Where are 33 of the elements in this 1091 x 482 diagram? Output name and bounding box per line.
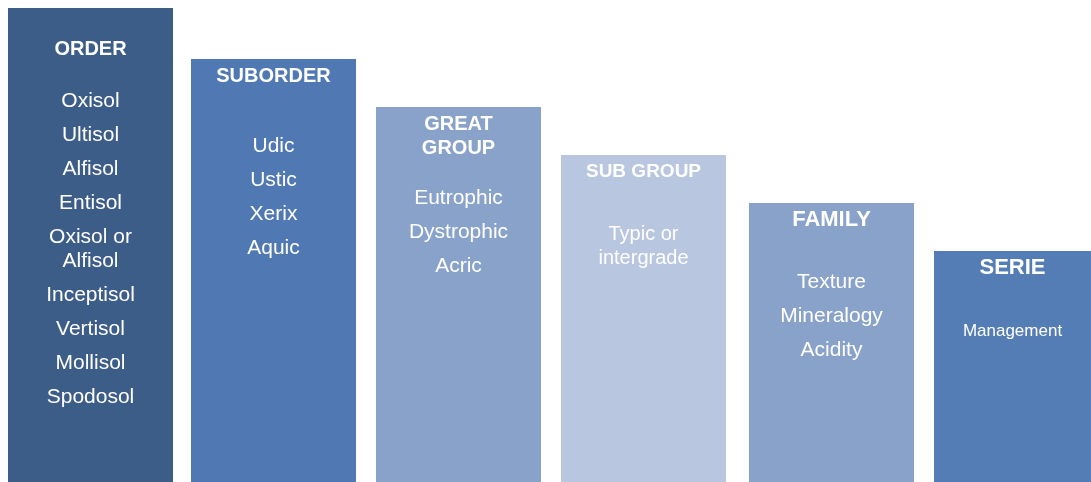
level-bar	[8, 8, 173, 482]
level-heading: SUBORDER	[215, 63, 332, 87]
class-name: Acidity	[799, 337, 864, 361]
class-name: Acric	[434, 253, 483, 277]
class-name: Udic	[251, 133, 296, 157]
class-name: Oxisol	[60, 88, 121, 112]
class-name: Mollisol	[54, 350, 127, 374]
level-heading: ORDER	[53, 36, 128, 60]
class-name: Vertisol	[55, 316, 126, 340]
level-heading: SUB GROUP	[584, 159, 703, 183]
level-bar	[191, 59, 356, 482]
class-name: Alfisol	[61, 156, 120, 180]
class-name: Ustic	[249, 167, 298, 191]
class-name: Typic or intergrade	[597, 221, 690, 269]
class-name: Aquic	[246, 235, 301, 259]
level-heading: FAMILY	[791, 207, 872, 231]
class-name: Eutrophic	[413, 185, 504, 209]
level-bar	[749, 203, 914, 482]
class-name: Mineralogy	[779, 303, 884, 327]
class-name: Oxisol or Alfisol	[48, 224, 133, 272]
level-bar	[561, 155, 726, 482]
class-name: Entisol	[58, 190, 123, 214]
level-bar	[376, 107, 541, 482]
class-name: Dystrophic	[407, 219, 510, 243]
class-name: Texture	[796, 269, 867, 293]
class-name: Inceptisol	[45, 282, 136, 306]
level-heading: GREAT GROUP	[420, 111, 497, 159]
class-name: Xerix	[248, 201, 299, 225]
class-name: Management	[961, 320, 1064, 342]
class-name: Ultisol	[60, 122, 121, 146]
level-heading: SERIE	[978, 255, 1047, 279]
class-name: Spodosol	[45, 384, 136, 408]
level-bar	[934, 251, 1091, 482]
